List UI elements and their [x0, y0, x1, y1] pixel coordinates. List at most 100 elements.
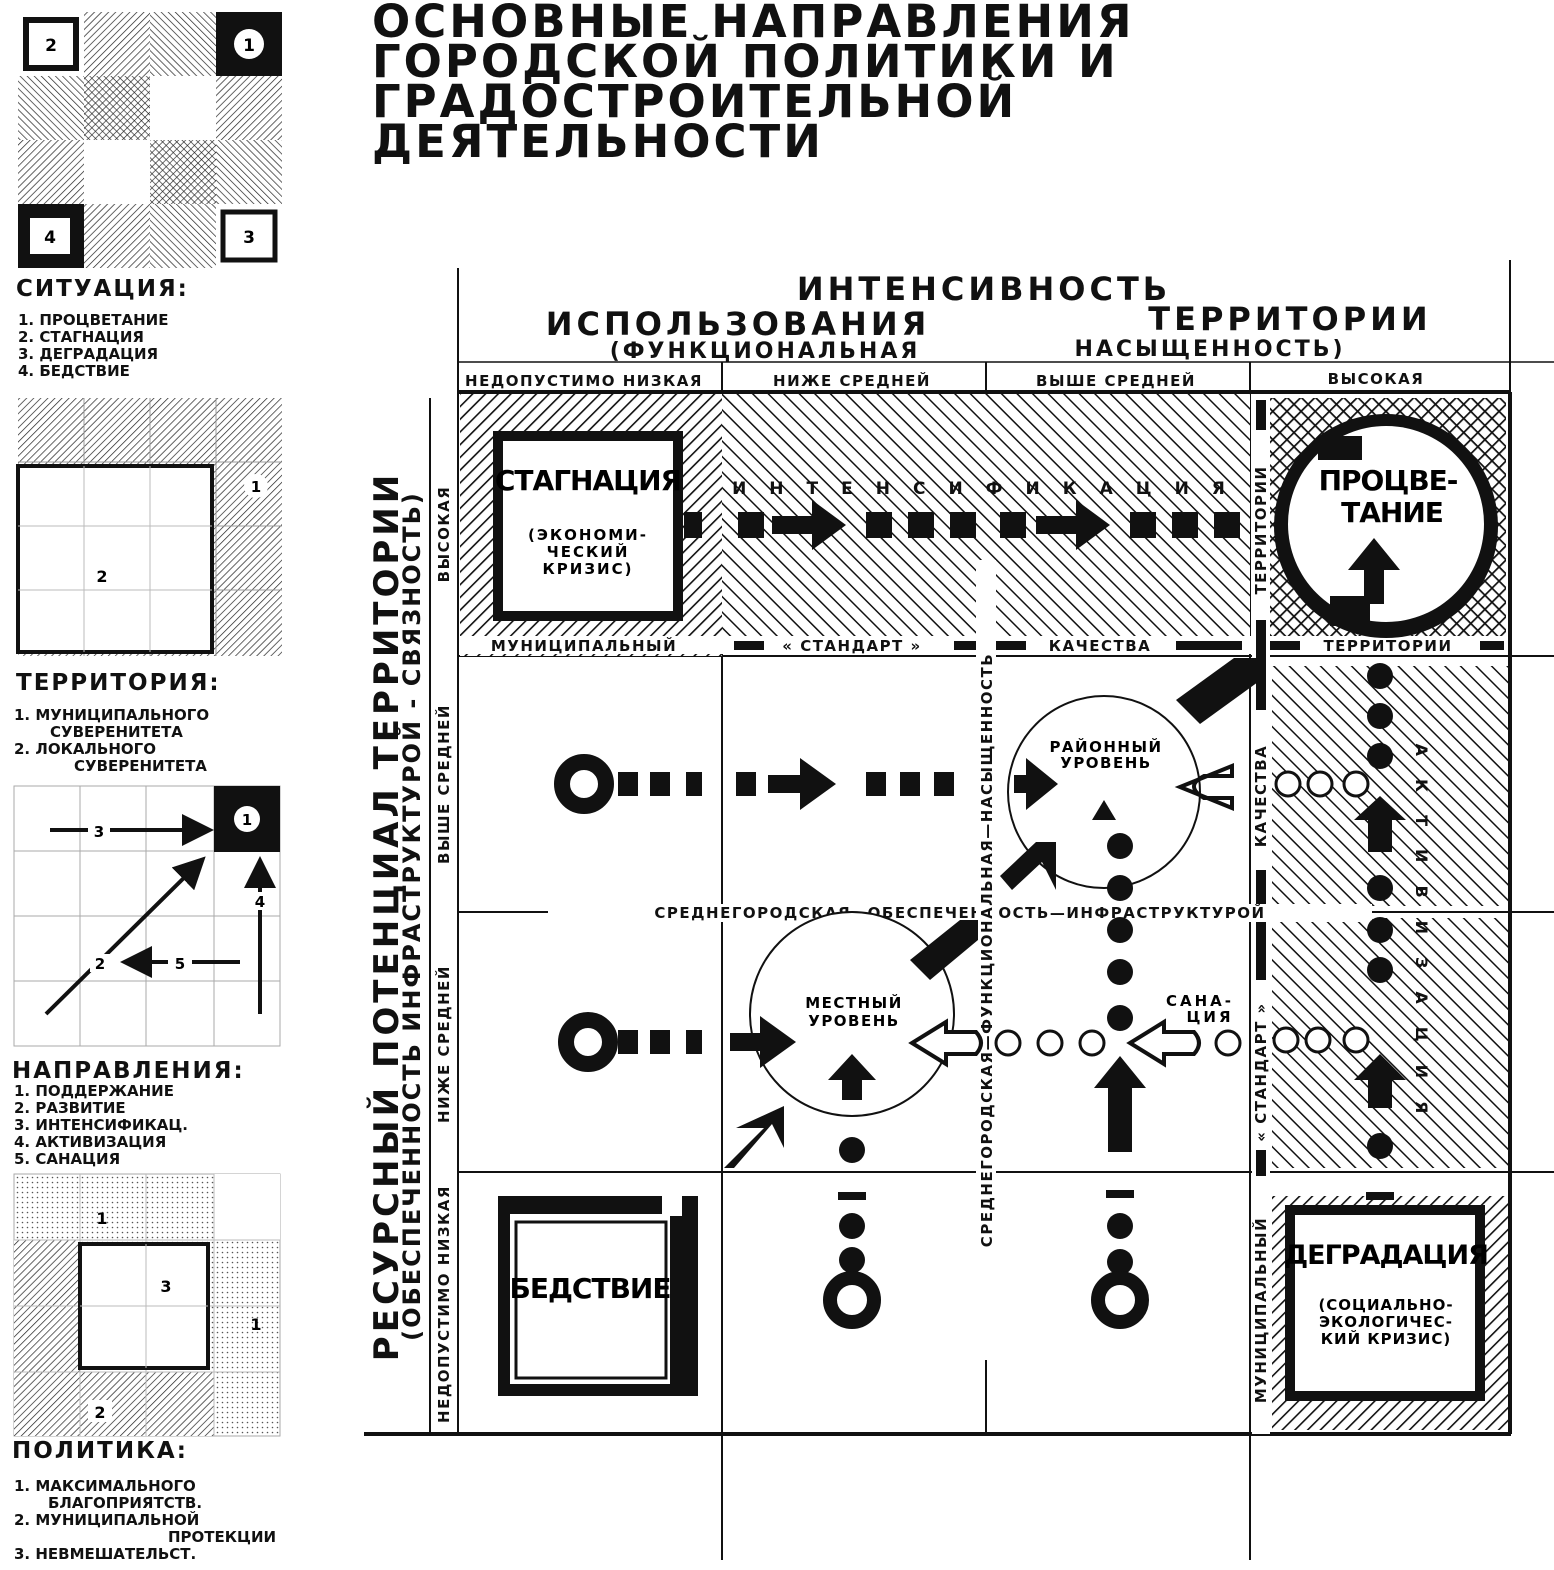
prosperity-circle: ПРОЦВЕ- ТАНИЕ [1274, 414, 1498, 638]
policy-grid-label: 3 [160, 1277, 171, 1296]
directions-list: 1. ПОДДЕРЖАНИЕ 2. РАЗВИТИЕ 3. ИНТЕНСИФИК… [14, 1083, 188, 1168]
policy-legend-grid: 1 3 1 2 [13, 1173, 281, 1437]
territory-grid-label: 1 [251, 478, 261, 496]
right-standard: « СТАНДАРТ » [1252, 1002, 1270, 1141]
title-line-3: ГРАДОСТРОИТЕЛЬНОЙ [372, 75, 1018, 128]
intensification-arrow: ИНТЕНСИФИКАЦИЯ [684, 479, 1330, 550]
directions-item: 1. ПОДДЕРЖАНИЕ [14, 1082, 174, 1100]
district-label: РАЙОННЫЙ [1049, 737, 1162, 756]
territory-item: СУВЕРЕНИТЕТА [74, 757, 207, 775]
row-label: НИЖЕ СРЕДНЕЙ [434, 965, 453, 1123]
intensity-header: ИНТЕНСИВНОСТЬ ИСПОЛЬЗОВАНИЯ ТЕРРИТОРИИ (… [546, 270, 1431, 364]
territory-legend-grid: 1 2 [16, 398, 282, 656]
resource-header: РЕСУРСНЫЙ ПОТЕНЦИАЛ ТЕРРИТОРИИ (ОБЕСПЕЧЕ… [366, 471, 426, 1361]
activation-column-2 [823, 1137, 881, 1329]
district-level: РАЙОННЫЙ УРОВЕНЬ [1000, 658, 1258, 890]
degradation-sub: (СОЦИАЛЬНО- [1318, 1296, 1453, 1314]
situation-grid-label: 3 [243, 228, 255, 248]
policy-list: 1. МАКСИМАЛЬНОГО БЛАГОПРИЯТСТВ. 2. МУНИЦ… [14, 1478, 276, 1563]
situation-item: 1. ПРОЦВЕТАНИЕ [18, 311, 169, 329]
header-line3a: (ФУНКЦИОНАЛЬНАЯ [610, 339, 921, 364]
title-line-1: ОСНОВНЫЕ НАПРАВЛЕНИЯ [372, 0, 1135, 48]
territory-item: СУВЕРЕНИТЕТА [50, 723, 183, 741]
directions-item: 4. АКТИВИЗАЦИЯ [14, 1133, 167, 1151]
row-labels: ВЫСОКАЯ ВЫШЕ СРЕДНЕЙ НИЖЕ СРЕДНЕЙ НЕДОПУ… [434, 486, 453, 1423]
directions-grid-label: 5 [175, 955, 185, 973]
intensification-label: ИНТЕНСИФИКАЦИЯ [732, 479, 1248, 499]
row-label: НЕДОПУСТИМО НИЗКАЯ [435, 1185, 453, 1423]
left-header-line1: РЕСУРСНЫЙ ПОТЕНЦИАЛ ТЕРРИТОРИИ [366, 471, 407, 1361]
header-line1: ИНТЕНСИВНОСТЬ [797, 270, 1171, 308]
sanation-arrows: САНА- ЦИЯ [908, 770, 1370, 1068]
district-label: УРОВЕНЬ [1060, 754, 1151, 772]
column-label: ВЫСОКАЯ [1328, 370, 1425, 388]
situation-item: 4. БЕДСТВИЕ [18, 362, 130, 380]
situation-list: 1. ПРОЦВЕТАНИЕ 2. СТАГНАЦИЯ 3. ДЕГРАДАЦИ… [18, 312, 168, 380]
degradation-box: ДЕГРАДАЦИЯ (СОЦИАЛЬНО- ЭКОЛОГИЧЕС- КИЙ К… [1284, 1205, 1489, 1401]
row3-development-arrow [558, 1012, 796, 1072]
stagnation-sub: КРИЗИС) [543, 560, 634, 578]
avg-func-line: СРЕДНЕГОРОДСКАЯ—ФУНКЦИОНАЛЬНАЯ—НАСЫЩЕННО… [976, 560, 996, 1360]
activation-arrows: АКТИВИЗАЦИЯ [823, 663, 1431, 1329]
column-label: НИЖЕ СРЕДНЕЙ [773, 371, 931, 390]
band-standard: « СТАНДАРТ » [782, 637, 921, 655]
right-quality: КАЧЕСТВА [1252, 745, 1270, 848]
territory-item: 2. ЛОКАЛЬНОГО [14, 740, 156, 758]
policy-grid-label: 2 [94, 1403, 105, 1422]
band-territory: ТЕРРИТОРИИ [1323, 637, 1452, 655]
title-line-2: ГОРОДСКОЙ ПОЛИТИКИ И [372, 35, 1119, 88]
avg-infra-label: СРЕДНЕГОРОДСКАЯ—ОБЕСПЕЧЕННОСТЬ—ИНФРАСТРУ… [654, 903, 1265, 922]
degradation-sub: КИЙ КРИЗИС) [1321, 1329, 1451, 1348]
local-label: УРОВЕНЬ [808, 1012, 899, 1030]
band-quality: КАЧЕСТВА [1049, 637, 1152, 655]
band-municipal: МУНИЦИПАЛЬНЫЙ [491, 636, 677, 655]
activation-column-3 [1091, 833, 1149, 1329]
avg-func-label: СРЕДНЕГОРОДСКАЯ—ФУНКЦИОНАЛЬНАЯ—НАСЫЩЕННО… [978, 653, 996, 1247]
stagnation-sub: ЧЕСКИЙ [547, 542, 630, 561]
policy-item: БЛАГОПРИЯТСТВ. [48, 1494, 203, 1512]
sanation-label: САНА- [1166, 992, 1234, 1010]
header-line3b: НАСЫЩЕННОСТЬ) [1074, 337, 1345, 362]
policy-item: ПРОТЕКЦИИ [168, 1528, 277, 1546]
directions-grid-label: 4 [255, 893, 265, 911]
column-labels: НЕДОПУСТИМО НИЗКАЯ НИЖЕ СРЕДНЕЙ ВЫШЕ СРЕ… [465, 370, 1425, 390]
avg-infra-line: СРЕДНЕГОРОДСКАЯ—ОБЕСПЕЧЕННОСТЬ—ИНФРАСТРУ… [548, 903, 1372, 922]
situation-item: 3. ДЕГРАДАЦИЯ [18, 345, 159, 363]
situation-grid-label: 2 [45, 36, 57, 56]
policy-item: 1. МАКСИМАЛЬНОГО [14, 1477, 196, 1495]
situation-legend-grid: 2 1 4 3 [18, 12, 282, 268]
column-label: ВЫШЕ СРЕДНЕЙ [1036, 371, 1196, 390]
local-level: МЕСТНЫЙ УРОВЕНЬ [724, 911, 978, 1168]
sanation-label: ЦИЯ [1186, 1008, 1233, 1026]
territory-heading: ТЕРРИТОРИЯ: [16, 670, 221, 696]
territory-grid-label: 2 [96, 567, 107, 586]
stagnation-label: СТАГНАЦИЯ [495, 464, 681, 497]
degradation-label: ДЕГРАДАЦИЯ [1284, 1240, 1488, 1271]
column-label: НЕДОПУСТИМО НИЗКАЯ [465, 372, 703, 390]
local-label: МЕСТНЫЙ [805, 993, 903, 1012]
policy-item: 3. НЕВМЕШАТЕЛЬСТ. [14, 1545, 197, 1563]
row-label: ВЫШЕ СРЕДНЕЙ [434, 704, 453, 864]
situation-heading: СИТУАЦИЯ: [16, 276, 189, 302]
stagnation-sub: (ЭКОНОМИ- [528, 526, 648, 544]
page-title: ОСНОВНЫЕ НАПРАВЛЕНИЯ ГОРОДСКОЙ ПОЛИТИКИ … [372, 0, 1372, 168]
situation-item: 2. СТАГНАЦИЯ [18, 328, 144, 346]
degradation-sub: ЭКОЛОГИЧЕС- [1319, 1313, 1453, 1331]
stagnation-box: СТАГНАЦИЯ (ЭКОНОМИ- ЧЕСКИЙ КРИЗИС) [493, 431, 683, 621]
territory-list: 1. МУНИЦИПАЛЬНОГО СУВЕРЕНИТЕТА 2. ЛОКАЛЬ… [14, 707, 209, 775]
directions-heading: НАПРАВЛЕНИЯ: [12, 1058, 245, 1084]
directions-item: 3. ИНТЕНСИФИКАЦ. [14, 1116, 188, 1134]
title-line-4: ДЕЯТЕЛЬНОСТИ [372, 115, 824, 168]
header-line2b: ТЕРРИТОРИИ [1148, 300, 1431, 338]
policy-grid-label: 1 [250, 1315, 261, 1334]
disaster-label: БЕДСТВИЕ [510, 1272, 671, 1305]
directions-grid-label: 2 [95, 955, 105, 973]
left-header-line2: (ОБЕСПЕЧЕННОСТЬ ИНФРАСТРУКТУРОЙ - СВЯЗНО… [397, 491, 426, 1341]
directions-item: 2. РАЗВИТИЕ [14, 1099, 126, 1117]
activation-column-4: АКТИВИЗАЦИЯ [1354, 663, 1431, 1200]
row2-development-arrow [554, 754, 1058, 814]
row-label: ВЫСОКАЯ [435, 486, 453, 583]
prosperity-label: ТАНИЕ [1341, 496, 1443, 529]
situation-grid-label: 1 [243, 36, 255, 56]
